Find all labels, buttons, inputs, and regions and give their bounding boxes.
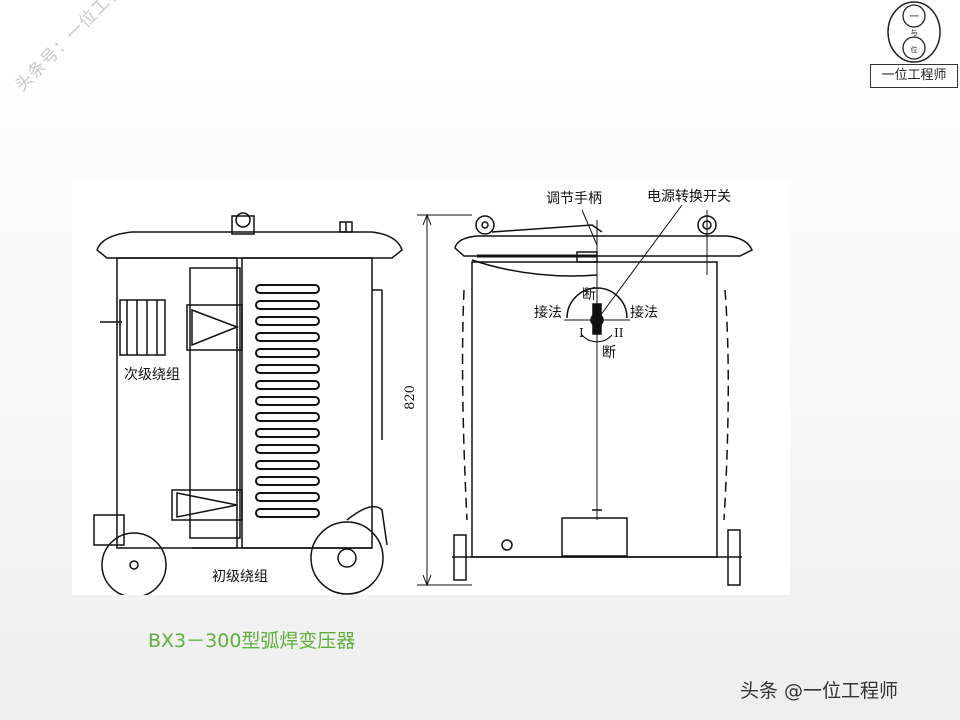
label-connection-right: 接法 bbox=[630, 305, 658, 321]
label-secondary-winding: 次级绕组 bbox=[124, 367, 180, 383]
label-position-1: I bbox=[579, 326, 584, 340]
label-position-2: II bbox=[614, 326, 624, 340]
logo-top-char: 一 bbox=[909, 12, 919, 23]
label-dimension-820: 820 bbox=[402, 385, 418, 410]
label-primary-winding: 初级绕组 bbox=[212, 569, 268, 585]
diagram-drawing bbox=[93, 204, 753, 595]
welder-diagram: 次级绕组 初级绕组 调节手柄 电源转换开关 断 断 接法 接法 I II 820 bbox=[72, 180, 790, 595]
footer-watermark: 头条 @一位工程师 bbox=[740, 680, 899, 702]
watermark: 头条号：一位工程师 bbox=[11, 0, 141, 96]
logo-text: 一位工程师 bbox=[870, 64, 958, 88]
label-adjust-handle: 调节手柄 bbox=[546, 191, 602, 207]
side-view bbox=[93, 212, 403, 595]
dimension-line bbox=[417, 213, 472, 587]
label-power-switch: 电源转换开关 bbox=[647, 189, 731, 205]
logo-bottom-char: 位 bbox=[911, 45, 918, 54]
label-off-top: 断 bbox=[582, 287, 596, 303]
front-view bbox=[452, 204, 753, 586]
label-off-bottom: 断 bbox=[602, 345, 616, 361]
label-connection-left: 接法 bbox=[534, 305, 562, 321]
logo-emblem: 一 与 位 bbox=[887, 1, 941, 63]
figure-caption: BX3－300型弧焊变压器 bbox=[148, 630, 356, 652]
logo-mid-char: 与 bbox=[911, 29, 918, 37]
